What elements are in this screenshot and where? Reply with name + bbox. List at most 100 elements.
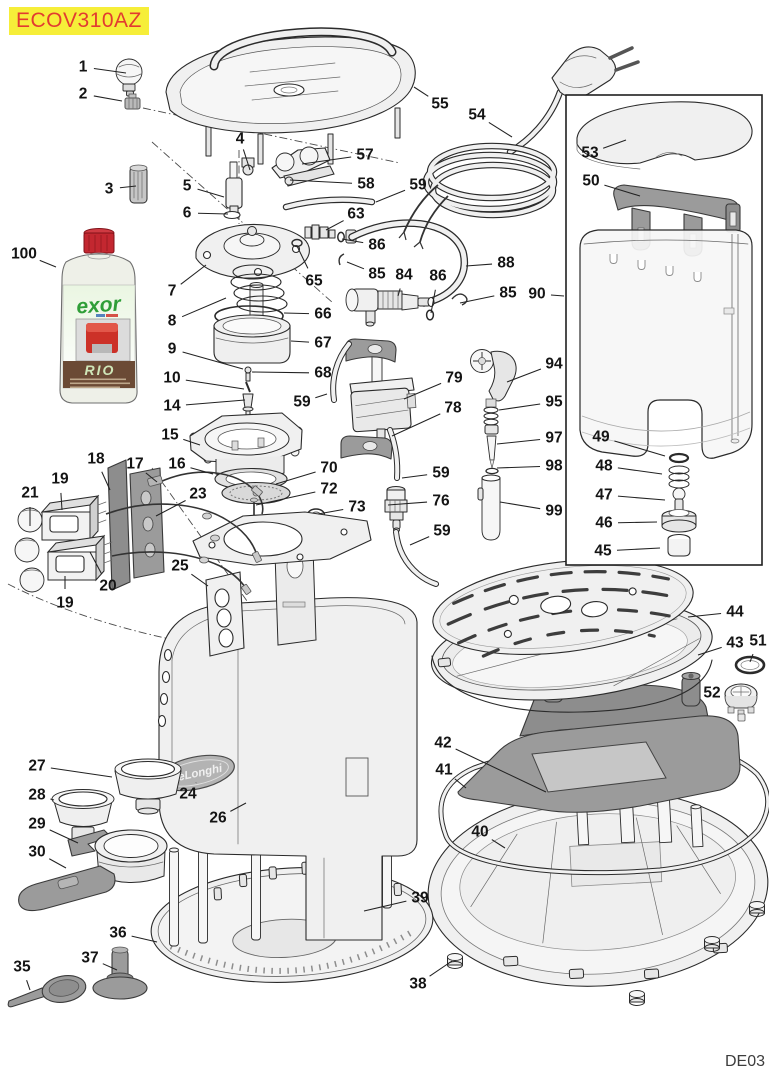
tank-lid [576,101,753,170]
leader-line-72 [255,491,316,506]
leader-line-6 [197,212,229,215]
leader-line-76 [387,501,428,506]
pump-assembly [282,196,469,587]
leader-line-57 [301,156,352,165]
leader-line-30 [49,858,67,869]
drain-valve [724,683,758,722]
leader-line-47 [617,495,666,501]
part-number-29: 29 [28,816,46,833]
leader-line-59 [401,474,428,479]
tank-valve-stack [661,452,697,557]
leader-line-95 [498,403,541,411]
part-number-6: 6 [183,205,192,222]
bottle-product-text: RIO [85,362,116,378]
leader-line-41 [454,778,467,789]
power-cord [398,46,640,250]
part-number-66: 66 [314,306,332,323]
electrical-group [14,459,264,595]
cup-warmer-lid [165,27,416,165]
pump-body [349,377,417,443]
part-number-48: 48 [595,458,613,475]
leader-line-44 [687,612,722,618]
leader-line-4 [242,149,251,171]
part-number-85: 85 [368,266,386,283]
part-number-94: 94 [545,356,563,373]
boiler-cup [213,314,291,364]
leader-line-15 [183,438,201,446]
part-number-2: 2 [79,86,88,103]
part-number-55: 55 [431,96,449,113]
rocker-switch [46,534,113,582]
leader-line-68 [251,371,310,374]
leader-line-50 [604,184,641,197]
leader-line-88 [465,263,493,267]
part-number-1: 1 [79,59,88,76]
float-ball [115,58,143,97]
part-number-84: 84 [395,267,413,284]
leader-line-9 [182,351,244,370]
leader-line-63 [325,220,344,231]
part-number-67: 67 [314,335,331,352]
leader-line-58 [289,179,353,184]
leader-line-39 [363,900,407,912]
part-number-63: 63 [347,206,365,223]
part-number-24: 24 [179,786,197,803]
leader-line-79 [403,382,442,400]
part-number-20: 20 [99,578,116,595]
rocker-switch [40,494,107,542]
part-number-10: 10 [163,370,180,387]
rubber-feet [447,901,765,1006]
leader-line-42 [455,748,547,793]
part-number-30: 30 [28,844,45,861]
part-number-59: 59 [432,465,450,482]
leader-line-7 [180,264,207,285]
leader-line-45 [616,547,661,551]
leader-line-19 [60,492,63,511]
bottle-photo [75,318,131,362]
leader-line-18 [101,471,111,491]
steam-lever [488,350,517,402]
part-number-43: 43 [726,635,744,652]
leader-line-53 [602,139,627,149]
o-ring-86 [425,309,435,321]
part-number-28: 28 [28,787,46,804]
group-support-bracket [192,511,372,566]
part-number-25: 25 [171,558,189,575]
leader-line-20 [89,551,102,574]
leader-line-26 [230,802,247,812]
part-number-14: 14 [163,398,181,415]
leader-line-59 [409,536,430,546]
wiring-harness [105,471,264,595]
part-number-40: 40 [471,824,488,841]
switch-bracket [107,459,131,591]
part-number-9: 9 [168,341,177,358]
part-number-36: 36 [109,925,127,942]
leader-line-85 [459,295,495,304]
leader-line-51 [749,653,754,663]
part-number-21: 21 [21,485,39,502]
inlet-valve-parts [223,146,335,220]
leader-line-54 [488,122,513,138]
leader-line-55 [413,86,429,97]
leader-line-3 [119,185,137,189]
part-number-26: 26 [209,810,227,827]
part-number-57: 57 [356,147,373,164]
leader-line-17 [145,472,158,483]
leader-line-98 [496,465,541,469]
leader-line-38 [429,960,453,977]
part-number-4: 4 [236,131,245,148]
page-code: DE03 [724,1053,765,1070]
part-number-99: 99 [545,503,563,520]
part-number-37: 37 [81,950,98,967]
clip-85 [451,293,468,306]
part-number-79: 79 [445,370,463,387]
part-number-17: 17 [126,456,143,473]
leader-line-35 [26,980,31,991]
o-ring-49 [668,452,690,464]
fitting-63 [304,224,336,240]
coupler [129,164,148,204]
spring [230,264,288,313]
part-number-58: 58 [357,176,375,193]
